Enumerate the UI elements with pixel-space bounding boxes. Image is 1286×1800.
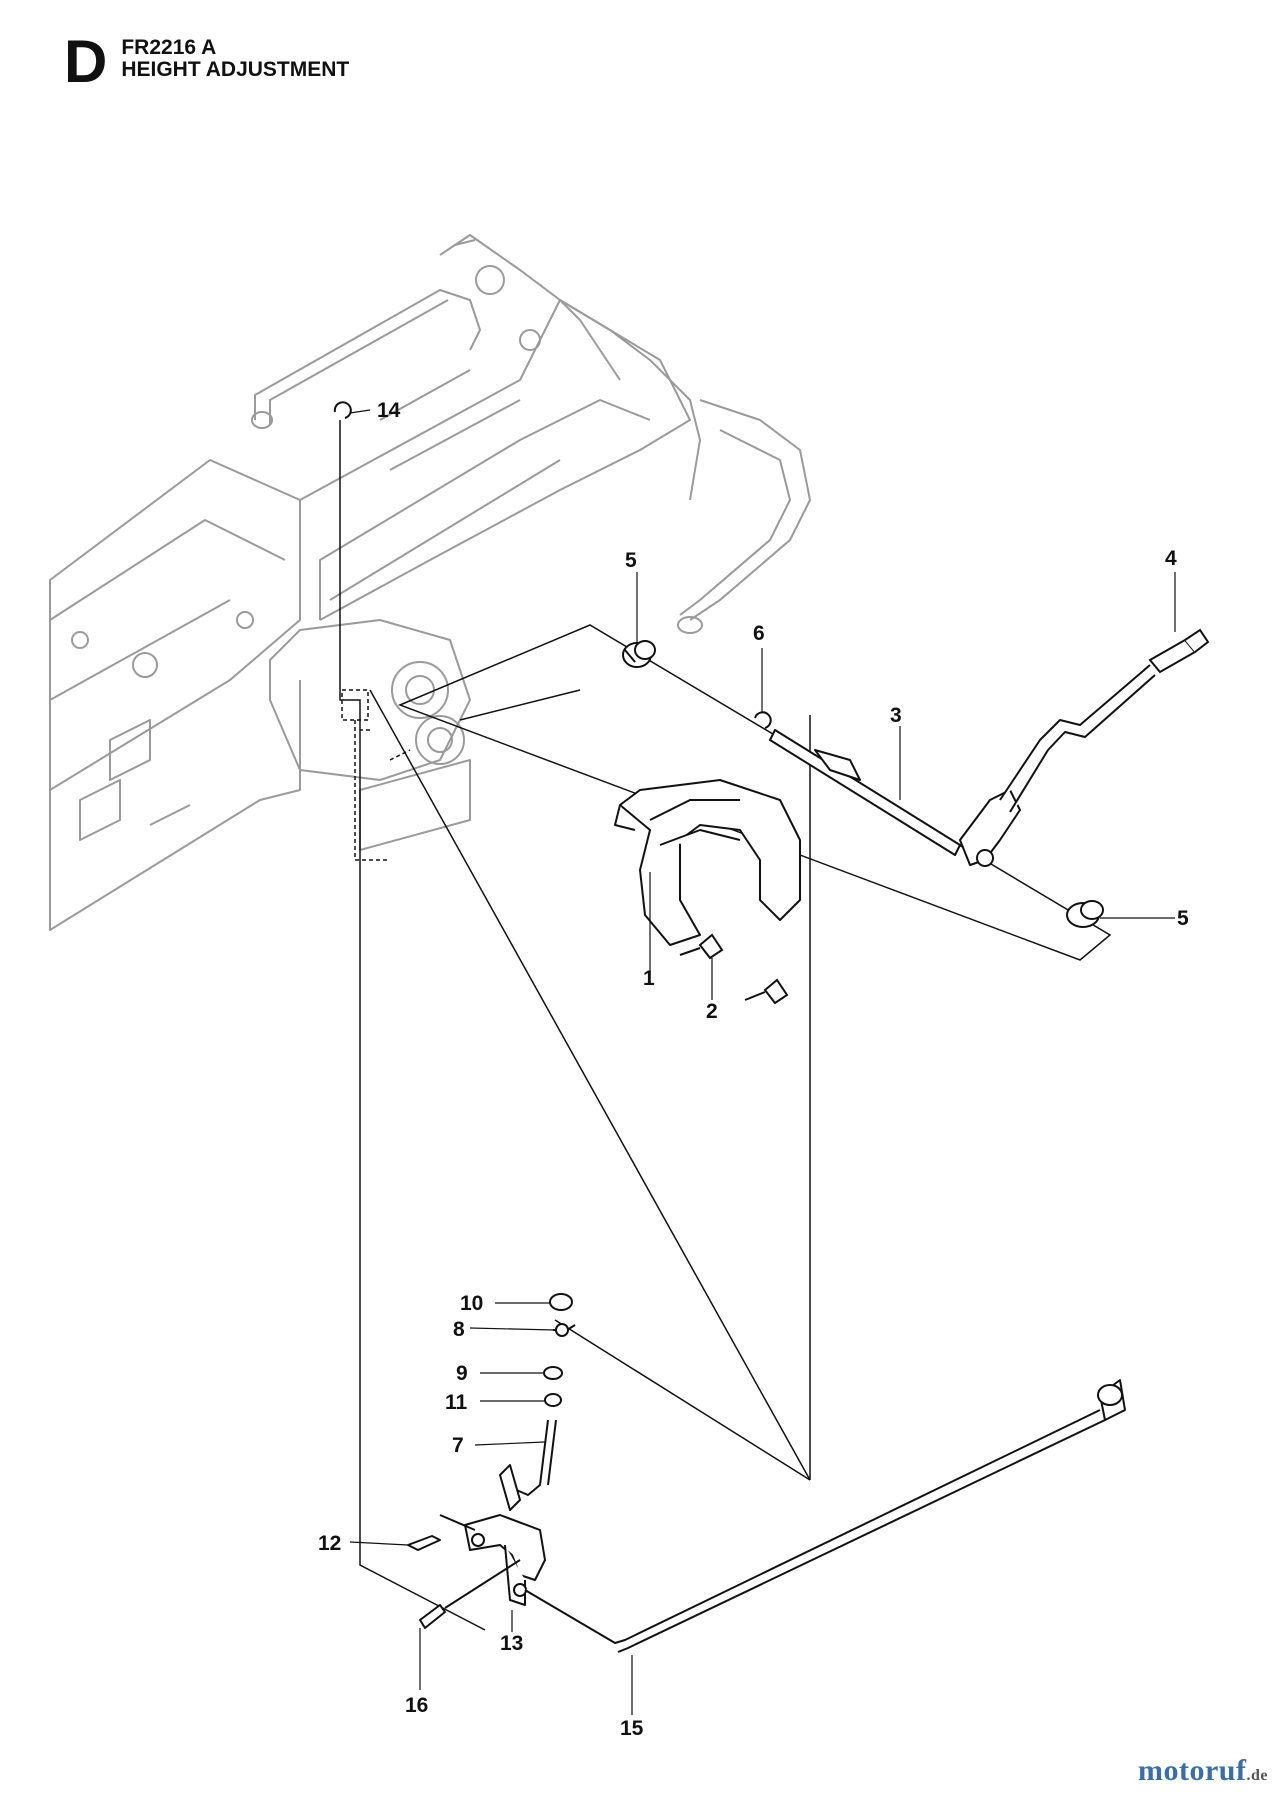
callout-14: 14	[377, 399, 401, 422]
watermark-logo: motoruf.de	[1138, 1754, 1268, 1788]
frame-background	[49, 234, 811, 931]
part-bolts-2	[679, 933, 789, 1005]
part-shaft-3	[769, 664, 1156, 867]
section-letter: D	[64, 28, 108, 95]
callout-1: 1	[643, 967, 655, 990]
part-bushing-5-bottom	[1066, 900, 1104, 928]
diagram-title: HEIGHT ADJUSTMENT	[121, 58, 350, 81]
model-number: FR2216 A	[121, 36, 217, 59]
part-segment-plate-1	[614, 779, 801, 946]
callout-8: 8	[453, 1318, 465, 1341]
callout-15: 15	[620, 1717, 644, 1740]
callout-4: 4	[1165, 547, 1177, 570]
callout-6: 6	[753, 622, 765, 645]
title-block: FR2216 A HEIGHT ADJUSTMENT	[121, 34, 349, 81]
watermark-text: motoruf	[1138, 1754, 1247, 1787]
part-bushing-5-top	[622, 640, 656, 668]
watermark-suffix: .de	[1246, 1767, 1268, 1784]
callout-2: 2	[706, 1000, 718, 1023]
part-clip-14	[333, 401, 352, 419]
page-header: D FR2216 A HEIGHT ADJUSTMENT	[64, 28, 349, 95]
callout-7: 7	[452, 1434, 464, 1457]
callout-5-bottom: 5	[1177, 907, 1189, 930]
assembly-lines	[339, 420, 1112, 1631]
callout-9: 9	[456, 1362, 468, 1385]
callout-labels: 14 5 6 4 3 5 1 2 10 8 9 11 7 12 13 16 15	[318, 399, 1189, 1740]
callout-3: 3	[890, 704, 902, 727]
callout-16: 16	[405, 1694, 428, 1717]
lower-rod-assembly	[407, 1293, 1126, 1653]
part-clip-6	[754, 711, 772, 729]
part-knob-4	[1148, 628, 1210, 674]
leader-lines	[349, 409, 1176, 1715]
callout-12: 12	[318, 1532, 341, 1555]
callout-10: 10	[460, 1292, 483, 1315]
callout-5-top: 5	[625, 549, 637, 572]
callout-13: 13	[500, 1632, 523, 1655]
callout-11: 11	[445, 1391, 468, 1414]
